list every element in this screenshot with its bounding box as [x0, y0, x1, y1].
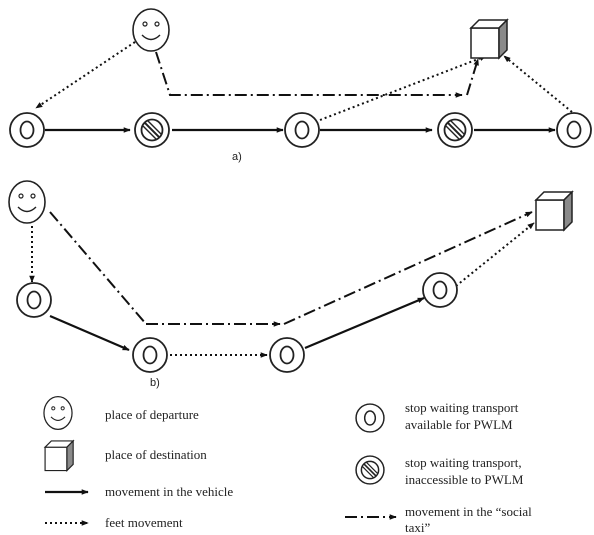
legend-social-taxi-label: movement in the “social taxi” [405, 504, 535, 535]
stop-inaccessible-icon [134, 112, 170, 148]
legend: place of departure place of destination … [43, 395, 535, 535]
legend-departure-label: place of departure [105, 407, 199, 422]
social-taxi-edge [155, 51, 463, 98]
legend-vehicle-label: movement in the vehicle [105, 484, 233, 499]
stop-available-icon [132, 337, 168, 373]
legend-destination-icon [44, 440, 74, 472]
feet-edge [455, 222, 535, 287]
legend-stop-available-icon [355, 403, 385, 433]
legend-destination-label: place of destination [105, 447, 207, 462]
destination-icon [535, 191, 573, 231]
feet-edge [35, 41, 136, 109]
stop-available-icon [16, 282, 52, 318]
legend-stop-available-line-2: available for PWLM [405, 417, 513, 432]
vehicle-edge [304, 296, 425, 350]
stop-available-icon [556, 112, 592, 148]
legend-stop-available-line-1: stop waiting transport [405, 400, 519, 415]
panel-a-label: a) [232, 151, 242, 163]
stop-available-icon [422, 272, 458, 308]
panel-b-label: b) [150, 377, 160, 389]
legend-stop-inaccessible-line-1: stop waiting transport, [405, 455, 522, 470]
stop-available-icon [284, 112, 320, 148]
departure-icon [132, 8, 170, 52]
legend-stop-available-label: stop waiting transport available for PWL… [405, 400, 522, 432]
destination-icon [470, 19, 508, 59]
social-taxi-edge [49, 211, 147, 325]
panel-a: a) [9, 8, 592, 163]
panel-b: b) [8, 180, 573, 389]
legend-social-taxi-line-2: taxi” [405, 520, 430, 535]
vehicle-edge [49, 314, 130, 352]
legend-stop-inaccessible-label: stop waiting transport, inaccessible to … [405, 455, 525, 487]
feet-edge [319, 55, 487, 121]
stop-inaccessible-icon [437, 112, 473, 148]
social-taxi-edge [283, 211, 533, 325]
feet-edge [503, 55, 573, 113]
departure-icon [8, 180, 46, 224]
legend-feet-label: feet movement [105, 515, 183, 530]
stop-available-icon [269, 337, 305, 373]
legend-stop-inaccessible-icon [355, 455, 385, 485]
legend-social-taxi-line-1: movement in the “social [405, 504, 532, 519]
legend-stop-inaccessible-line-2: inaccessible to PWLM [405, 472, 524, 487]
legend-departure-icon [43, 395, 73, 431]
social-taxi-edge [466, 58, 479, 96]
stop-available-icon [9, 112, 45, 148]
